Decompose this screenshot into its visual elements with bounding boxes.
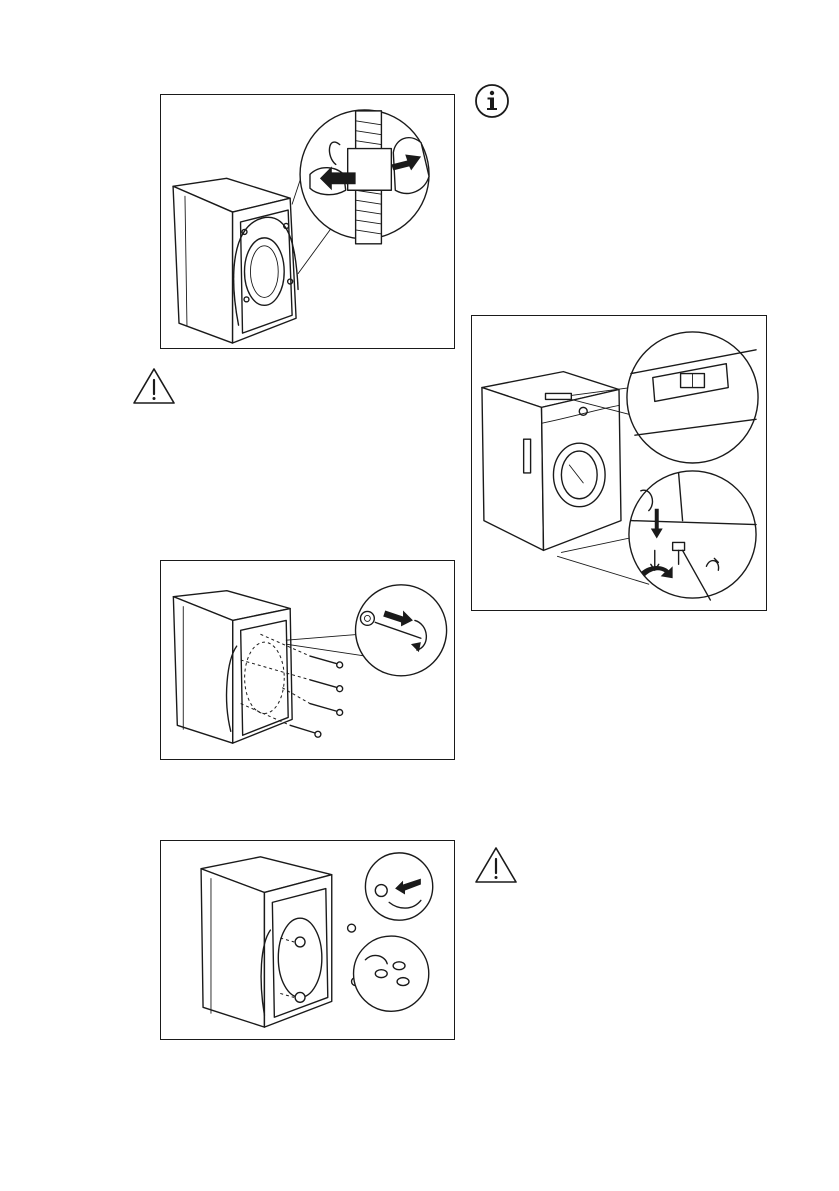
level-feet-figure [472,316,766,610]
figure-remove-hose-clip [160,94,455,349]
plastic-caps-figure [161,841,454,1039]
figure-insert-plastic-caps [160,840,455,1040]
info-icon [474,83,510,119]
figure-level-appliance [471,315,767,611]
warning-triangle-icon [474,846,518,884]
figure-remove-transit-bolts [160,560,455,760]
transit-bolts-figure [161,561,454,759]
hose-clip-figure [161,95,454,348]
warning-triangle-icon [132,367,176,405]
